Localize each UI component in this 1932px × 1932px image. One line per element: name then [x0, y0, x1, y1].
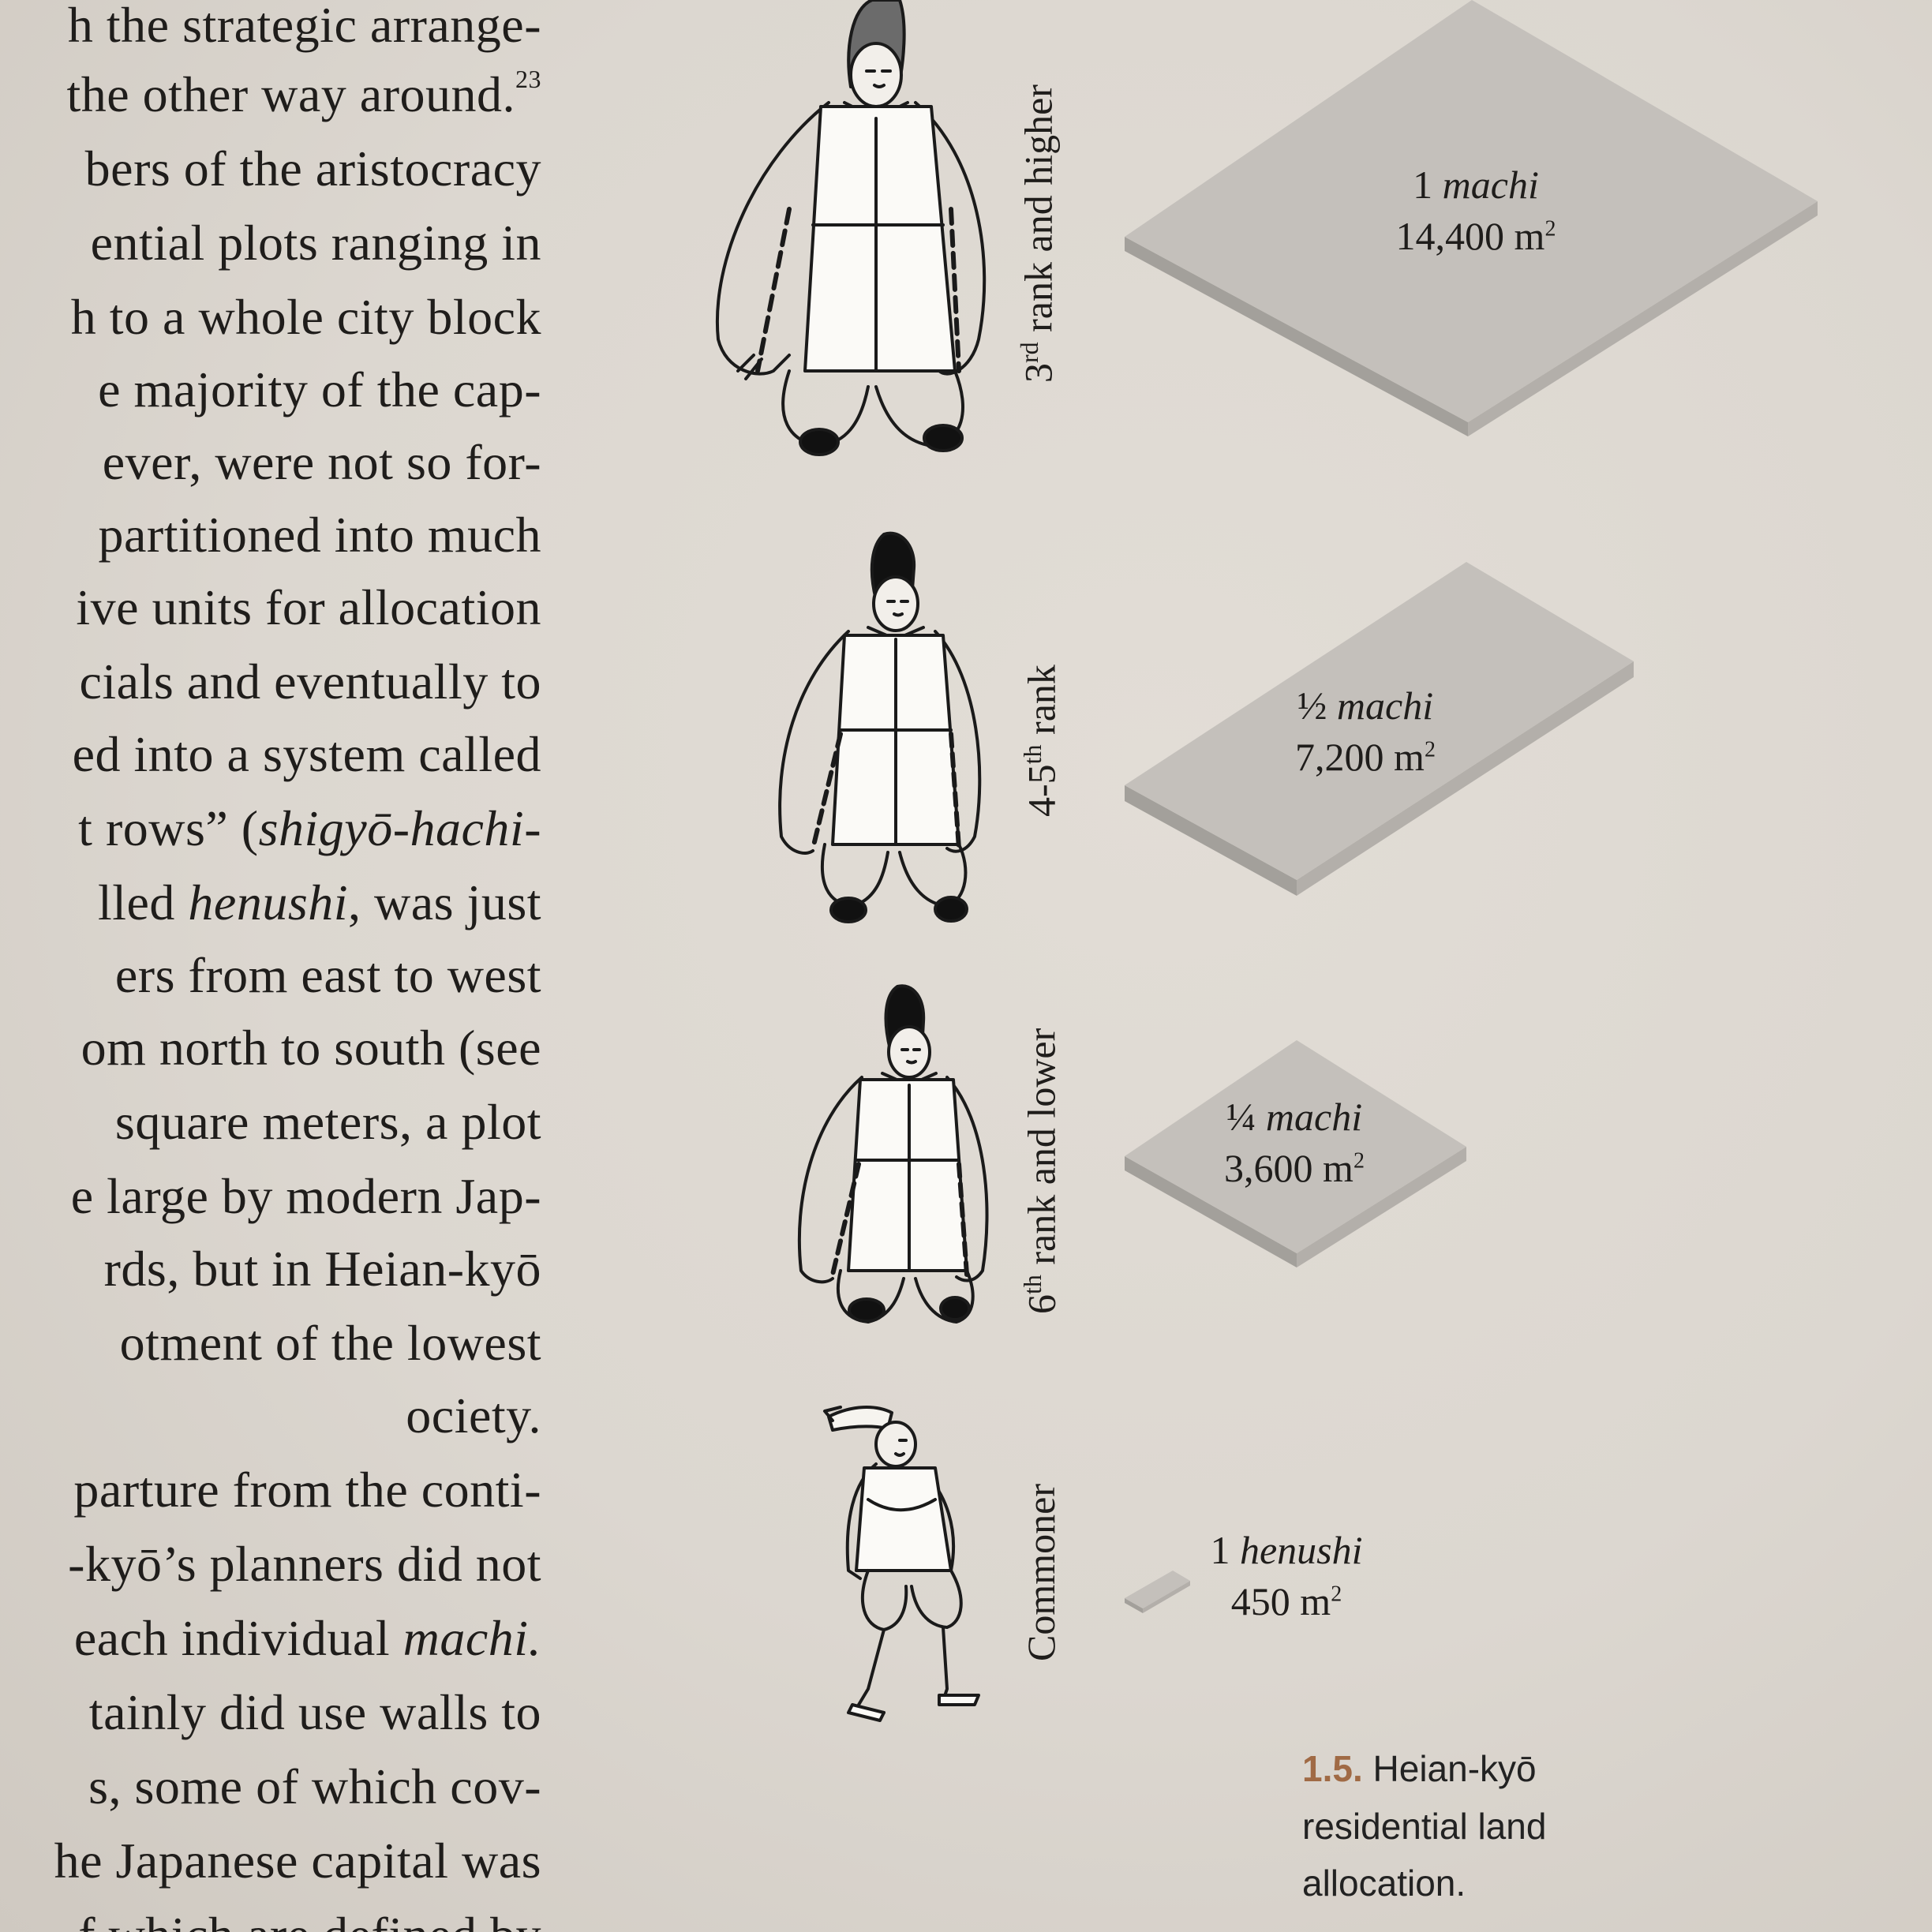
plot-label-half-machi: ½ machi 7,200 m2 [1295, 683, 1436, 779]
text-line: t rows” (shigyō-hachi- [78, 800, 541, 856]
plot-1-machi [1125, 0, 1818, 436]
text-line: tainly did use walls to [88, 1684, 541, 1740]
text-line: s, some of which cov- [88, 1758, 541, 1814]
text-line: h to a whole city block [70, 289, 541, 345]
text-line: otment of the lowest [119, 1315, 541, 1371]
plot-label-quarter-machi: ¼ machi 3,600 m2 [1224, 1095, 1365, 1190]
text-line: ed into a system called [72, 726, 541, 782]
text-line: he Japanese capital was [54, 1833, 541, 1889]
figure-number: 1.5. [1302, 1748, 1363, 1789]
rank-label-3rd: 3rd rank and higher [1015, 84, 1061, 383]
text-line: ive units for allocation [76, 579, 541, 635]
plot-quarter-machi [1125, 1040, 1466, 1267]
text-line: bers of the aristocracy [84, 140, 541, 197]
rank-label-4-5th: 4-5th rank [1018, 665, 1064, 817]
rank-label-commoner: Commoner [1019, 1484, 1063, 1661]
text-line: ential plots ranging in [90, 215, 541, 271]
text-line: cials and eventually to [79, 653, 541, 710]
text-line: lled henushi, was just [97, 874, 541, 930]
courtier-figure [797, 984, 989, 1324]
text-line: f which are defined by [78, 1910, 541, 1932]
text-line: each individual machi. [73, 1610, 541, 1666]
text-line: ociety. [406, 1387, 541, 1443]
text-line: om north to south (see [80, 1020, 541, 1076]
plot-henushi [1125, 1571, 1190, 1613]
text-line: e majority of the cap- [98, 361, 541, 417]
figure-caption-text: Heian-kyō residential land allocation. [1302, 1748, 1547, 1904]
rank-label-6th: 6th rank and lower [1018, 1028, 1064, 1314]
text-line: ers from east to west [114, 947, 541, 1003]
text-line: -kyō’s planners did not [68, 1536, 541, 1592]
plot-label-henushi: 1 henushi 450 m2 [1210, 1528, 1363, 1623]
text-line: partitioned into much [98, 507, 541, 563]
text-line: h the strategic arrange- [67, 0, 541, 53]
text-line: square meters, a plot [114, 1094, 541, 1150]
text-line: ever, were not so for- [102, 434, 541, 490]
text-line: parture from the conti- [73, 1462, 541, 1518]
courtier-figure [778, 531, 982, 923]
plot-label-1-machi: 1 machi 14,400 m2 [1395, 163, 1556, 258]
text-line: rds, but in Heian-kyō [103, 1241, 541, 1297]
text-line: the other way around.23 [66, 65, 541, 122]
body-text-column: h the strategic arrange-the other way ar… [0, 0, 545, 1932]
courtier-figure [715, 0, 987, 456]
text-line: e large by modern Jap- [70, 1168, 541, 1224]
commoner-figure [823, 1406, 980, 1722]
plot-half-machi [1125, 562, 1634, 896]
figure-caption: 1.5. Heian-kyō residential land allocati… [1302, 1740, 1634, 1912]
